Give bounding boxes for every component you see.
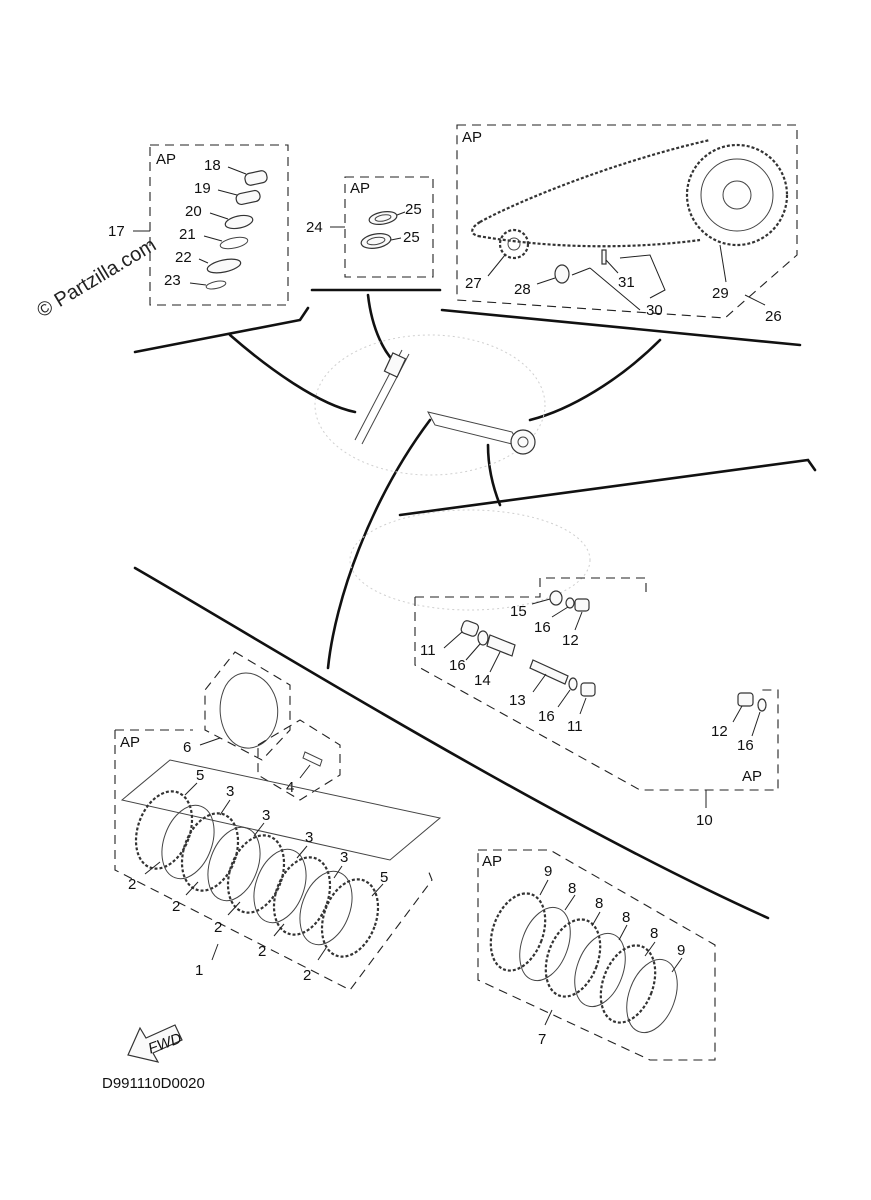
callout-21: 21	[179, 226, 196, 243]
callout-4: 4	[286, 779, 294, 796]
callout-16: 16	[737, 737, 754, 754]
callout-22: 22	[175, 249, 192, 266]
callout-10: 10	[696, 812, 713, 829]
callout-12: 12	[562, 632, 579, 649]
callout-30: 30	[646, 302, 663, 319]
callout-8: 8	[650, 925, 658, 942]
ap-label: AP	[742, 768, 762, 785]
friction-plates-stack	[489, 892, 678, 1034]
callout-3: 3	[226, 783, 234, 800]
callout-12: 12	[711, 723, 728, 740]
callout-31: 31	[618, 274, 635, 291]
front-sprocket	[498, 228, 530, 260]
callout-27: 27	[465, 275, 482, 292]
callout-2: 2	[258, 943, 266, 960]
kit-26-group: AP 29 27 28 31 30 26	[456, 124, 798, 325]
kit-1-group: AP 1 5 3 3 3 3 5 2 2 2	[114, 729, 442, 991]
kit-7-group: AP 7 9 8 8 8 8 9	[477, 849, 716, 1061]
callout-23: 23	[164, 272, 181, 289]
callout-17: 17	[108, 223, 125, 240]
callout-8: 8	[622, 909, 630, 926]
kit-17-group: AP 17 18 19 20 21 22 23	[108, 144, 289, 306]
gasket-group: 6 4	[183, 651, 341, 801]
drive-chain	[479, 138, 711, 223]
forward-arrow-icon: FWD	[127, 1024, 184, 1063]
callout-18: 18	[204, 157, 221, 174]
callout-13: 13	[509, 692, 526, 709]
callout-1: 1	[195, 962, 203, 979]
callout-20: 20	[185, 203, 202, 220]
callout-2: 2	[303, 967, 311, 984]
crankcase-gasket	[219, 672, 279, 749]
ap-label: AP	[350, 180, 370, 197]
callout-16: 16	[538, 708, 555, 725]
engine-ghost-outline	[314, 334, 591, 611]
rear-sprocket	[685, 143, 789, 247]
callout-7: 7	[538, 1031, 546, 1048]
connector-lines	[133, 288, 817, 920]
callout-2: 2	[214, 919, 222, 936]
kit-24-group: AP 24 25 25	[306, 176, 434, 278]
callout-29: 29	[712, 285, 729, 302]
callout-2: 2	[172, 898, 180, 915]
fwd-label: FWD	[146, 1030, 184, 1058]
callout-28: 28	[514, 281, 531, 298]
clutch-plates-stack	[134, 790, 380, 958]
callout-5: 5	[380, 869, 388, 886]
diagram-code: D991110D0020	[102, 1075, 205, 1092]
callout-11: 11	[420, 642, 436, 659]
callout-3: 3	[305, 829, 313, 846]
callout-3: 3	[340, 849, 348, 866]
partzilla-watermark: © Partzilla.com	[33, 234, 160, 322]
callout-25: 25	[405, 201, 422, 218]
ap-label: AP	[462, 129, 482, 146]
callout-24: 24	[306, 219, 323, 236]
callout-2: 2	[128, 876, 136, 893]
callout-16: 16	[449, 657, 466, 674]
kit-10-group: AP 10 15 16 12 11 16 14 13 16 11	[414, 577, 779, 829]
callout-16: 16	[534, 619, 551, 636]
callout-8: 8	[595, 895, 603, 912]
callout-9: 9	[544, 863, 552, 880]
callout-19: 19	[194, 180, 211, 197]
callout-6: 6	[183, 739, 191, 756]
callout-25: 25	[403, 229, 420, 246]
ap-label: AP	[482, 853, 502, 870]
callout-26: 26	[765, 308, 782, 325]
callout-5: 5	[196, 767, 204, 784]
ap-label: AP	[156, 151, 176, 168]
callout-15: 15	[510, 603, 527, 620]
callout-9: 9	[677, 942, 685, 959]
ap-label: AP	[120, 734, 140, 751]
callout-3: 3	[262, 807, 270, 824]
callout-11: 11	[567, 718, 583, 735]
callout-14: 14	[474, 672, 491, 689]
callout-8: 8	[568, 880, 576, 897]
